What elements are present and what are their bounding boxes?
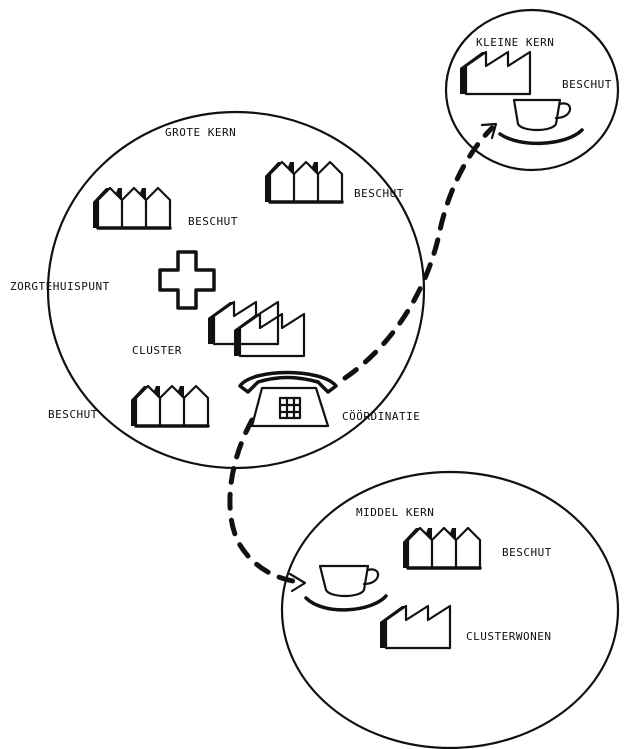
shelter-label: BESCHUT (188, 215, 238, 228)
teacup-icon (498, 98, 584, 145)
factory-icon (232, 312, 306, 358)
small-core-circle (444, 8, 620, 172)
care-point-label: ZORGTEHUISPUNT (10, 280, 110, 293)
factory-icon (263, 160, 344, 204)
shelter-label: BESCHUT (48, 408, 98, 421)
arrow-icon (288, 572, 307, 593)
connector-to-small-core (342, 125, 495, 381)
arrow-icon (480, 122, 498, 140)
coordination-label: CÖÖRDINATIE (342, 410, 420, 423)
factory-icon (129, 384, 210, 428)
factory-icon (458, 50, 532, 96)
shelter-label: BESCHUT (354, 187, 404, 200)
cross-icon (158, 250, 216, 310)
factory-icon (378, 604, 452, 650)
telephone-icon (238, 370, 338, 428)
cluster-label: CLUSTER (132, 344, 182, 357)
cluster-housing-label: CLUSTERWONEN (466, 630, 551, 643)
medium-core-title: MIDDEL KERN (356, 506, 434, 519)
teacup-icon (304, 564, 388, 612)
medium-core-circle (280, 470, 620, 749)
large-core-title: GROTE KERN (165, 126, 236, 139)
shelter-label: BESCHUT (502, 546, 552, 559)
factory-icon (401, 526, 482, 570)
connector-to-medium-core (227, 417, 303, 585)
factory-icon (91, 186, 172, 230)
shelter-label: BESCHUT (562, 78, 612, 91)
small-core-title: KLEINE KERN (476, 36, 554, 49)
